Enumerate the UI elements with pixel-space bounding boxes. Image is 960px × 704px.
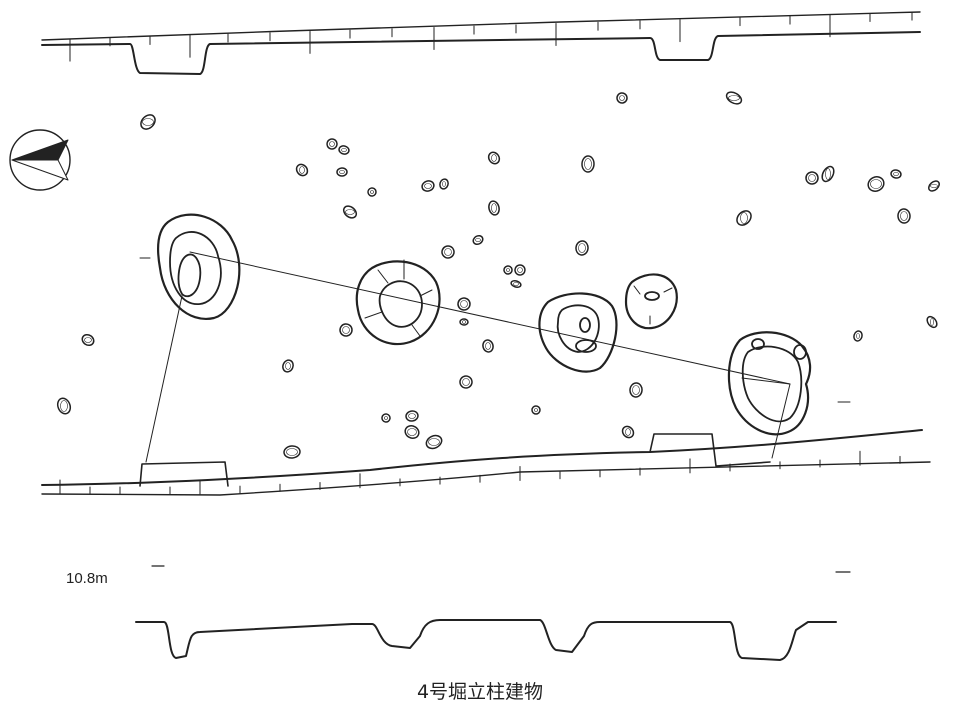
post-hole-1: [157, 213, 241, 321]
scattered-stones: [56, 91, 940, 459]
upper-trench-wall: [41, 11, 921, 75]
elevation-label: 10.8m: [66, 570, 108, 587]
figure-caption: 4号堀立柱建物: [416, 681, 544, 703]
post-hole-2: [355, 259, 441, 346]
elevation-section: [135, 565, 851, 661]
north-arrow-icon: [9, 129, 71, 191]
post-hole-4: [624, 273, 678, 330]
post-hole-3: [538, 292, 618, 373]
post-hole-5: [727, 331, 812, 436]
building-axis-lines: [139, 251, 851, 463]
lower-trench-wall: [41, 429, 931, 496]
